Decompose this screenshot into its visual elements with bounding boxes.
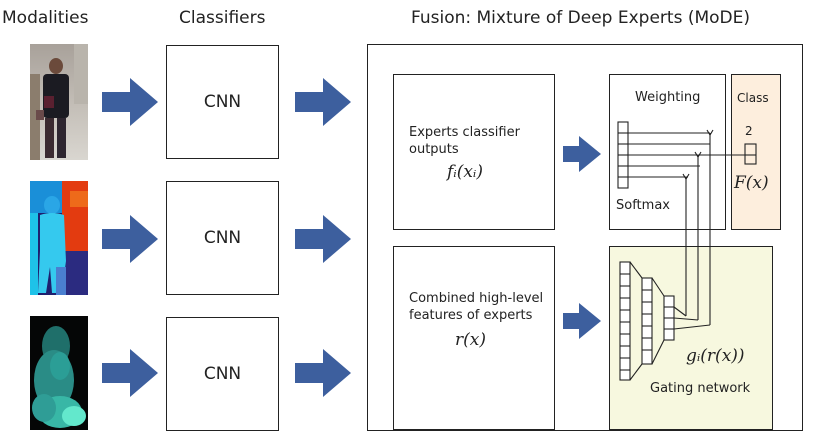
experts-output-formula: fᵢ(xᵢ) (447, 162, 483, 182)
experts-output-text-line1: Experts classifier (409, 125, 520, 140)
class-title: Class (737, 91, 769, 105)
weighting-title: Weighting (635, 90, 701, 105)
block-arrow-right-icon (295, 215, 351, 263)
block-arrow-right-icon (295, 349, 351, 397)
modality-depth-image (30, 181, 88, 295)
softmax-label: Softmax (616, 198, 670, 213)
header-classifiers: Classifiers (179, 8, 266, 28)
block-arrow-right-icon (102, 215, 158, 263)
combined-features-text-line2: features of experts (409, 308, 533, 323)
experts-output-box (393, 74, 555, 230)
gating-title: Gating network (650, 381, 751, 396)
block-arrow-right-icon (102, 78, 158, 126)
block-arrow-right-icon (102, 349, 158, 397)
gating-formula: gᵢ(r(x)) (686, 346, 745, 366)
combined-features-formula: r(x) (455, 330, 486, 350)
class-value: 2 (745, 124, 753, 138)
modality-rgb-image (30, 44, 88, 160)
combined-features-box (393, 246, 555, 430)
modality-flow-image (30, 316, 88, 430)
cnn-box-rgb: CNN (166, 45, 279, 159)
experts-output-text-line2: outputs (409, 142, 459, 157)
cnn-label: CNN (203, 364, 242, 384)
block-arrow-right-icon (563, 136, 601, 172)
class-formula: F(x) (734, 173, 769, 193)
block-arrow-right-icon (563, 303, 601, 339)
header-modalities: Modalities (2, 8, 89, 28)
block-arrow-right-icon (295, 78, 351, 126)
combined-features-text-line1: Combined high-level (409, 291, 544, 306)
cnn-label: CNN (203, 228, 242, 248)
cnn-box-depth: CNN (166, 181, 279, 295)
cnn-label: CNN (203, 92, 242, 112)
cnn-box-flow: CNN (166, 317, 279, 431)
gating-network-box (609, 246, 773, 430)
header-fusion: Fusion: Mixture of Deep Experts (MoDE) (411, 8, 751, 28)
